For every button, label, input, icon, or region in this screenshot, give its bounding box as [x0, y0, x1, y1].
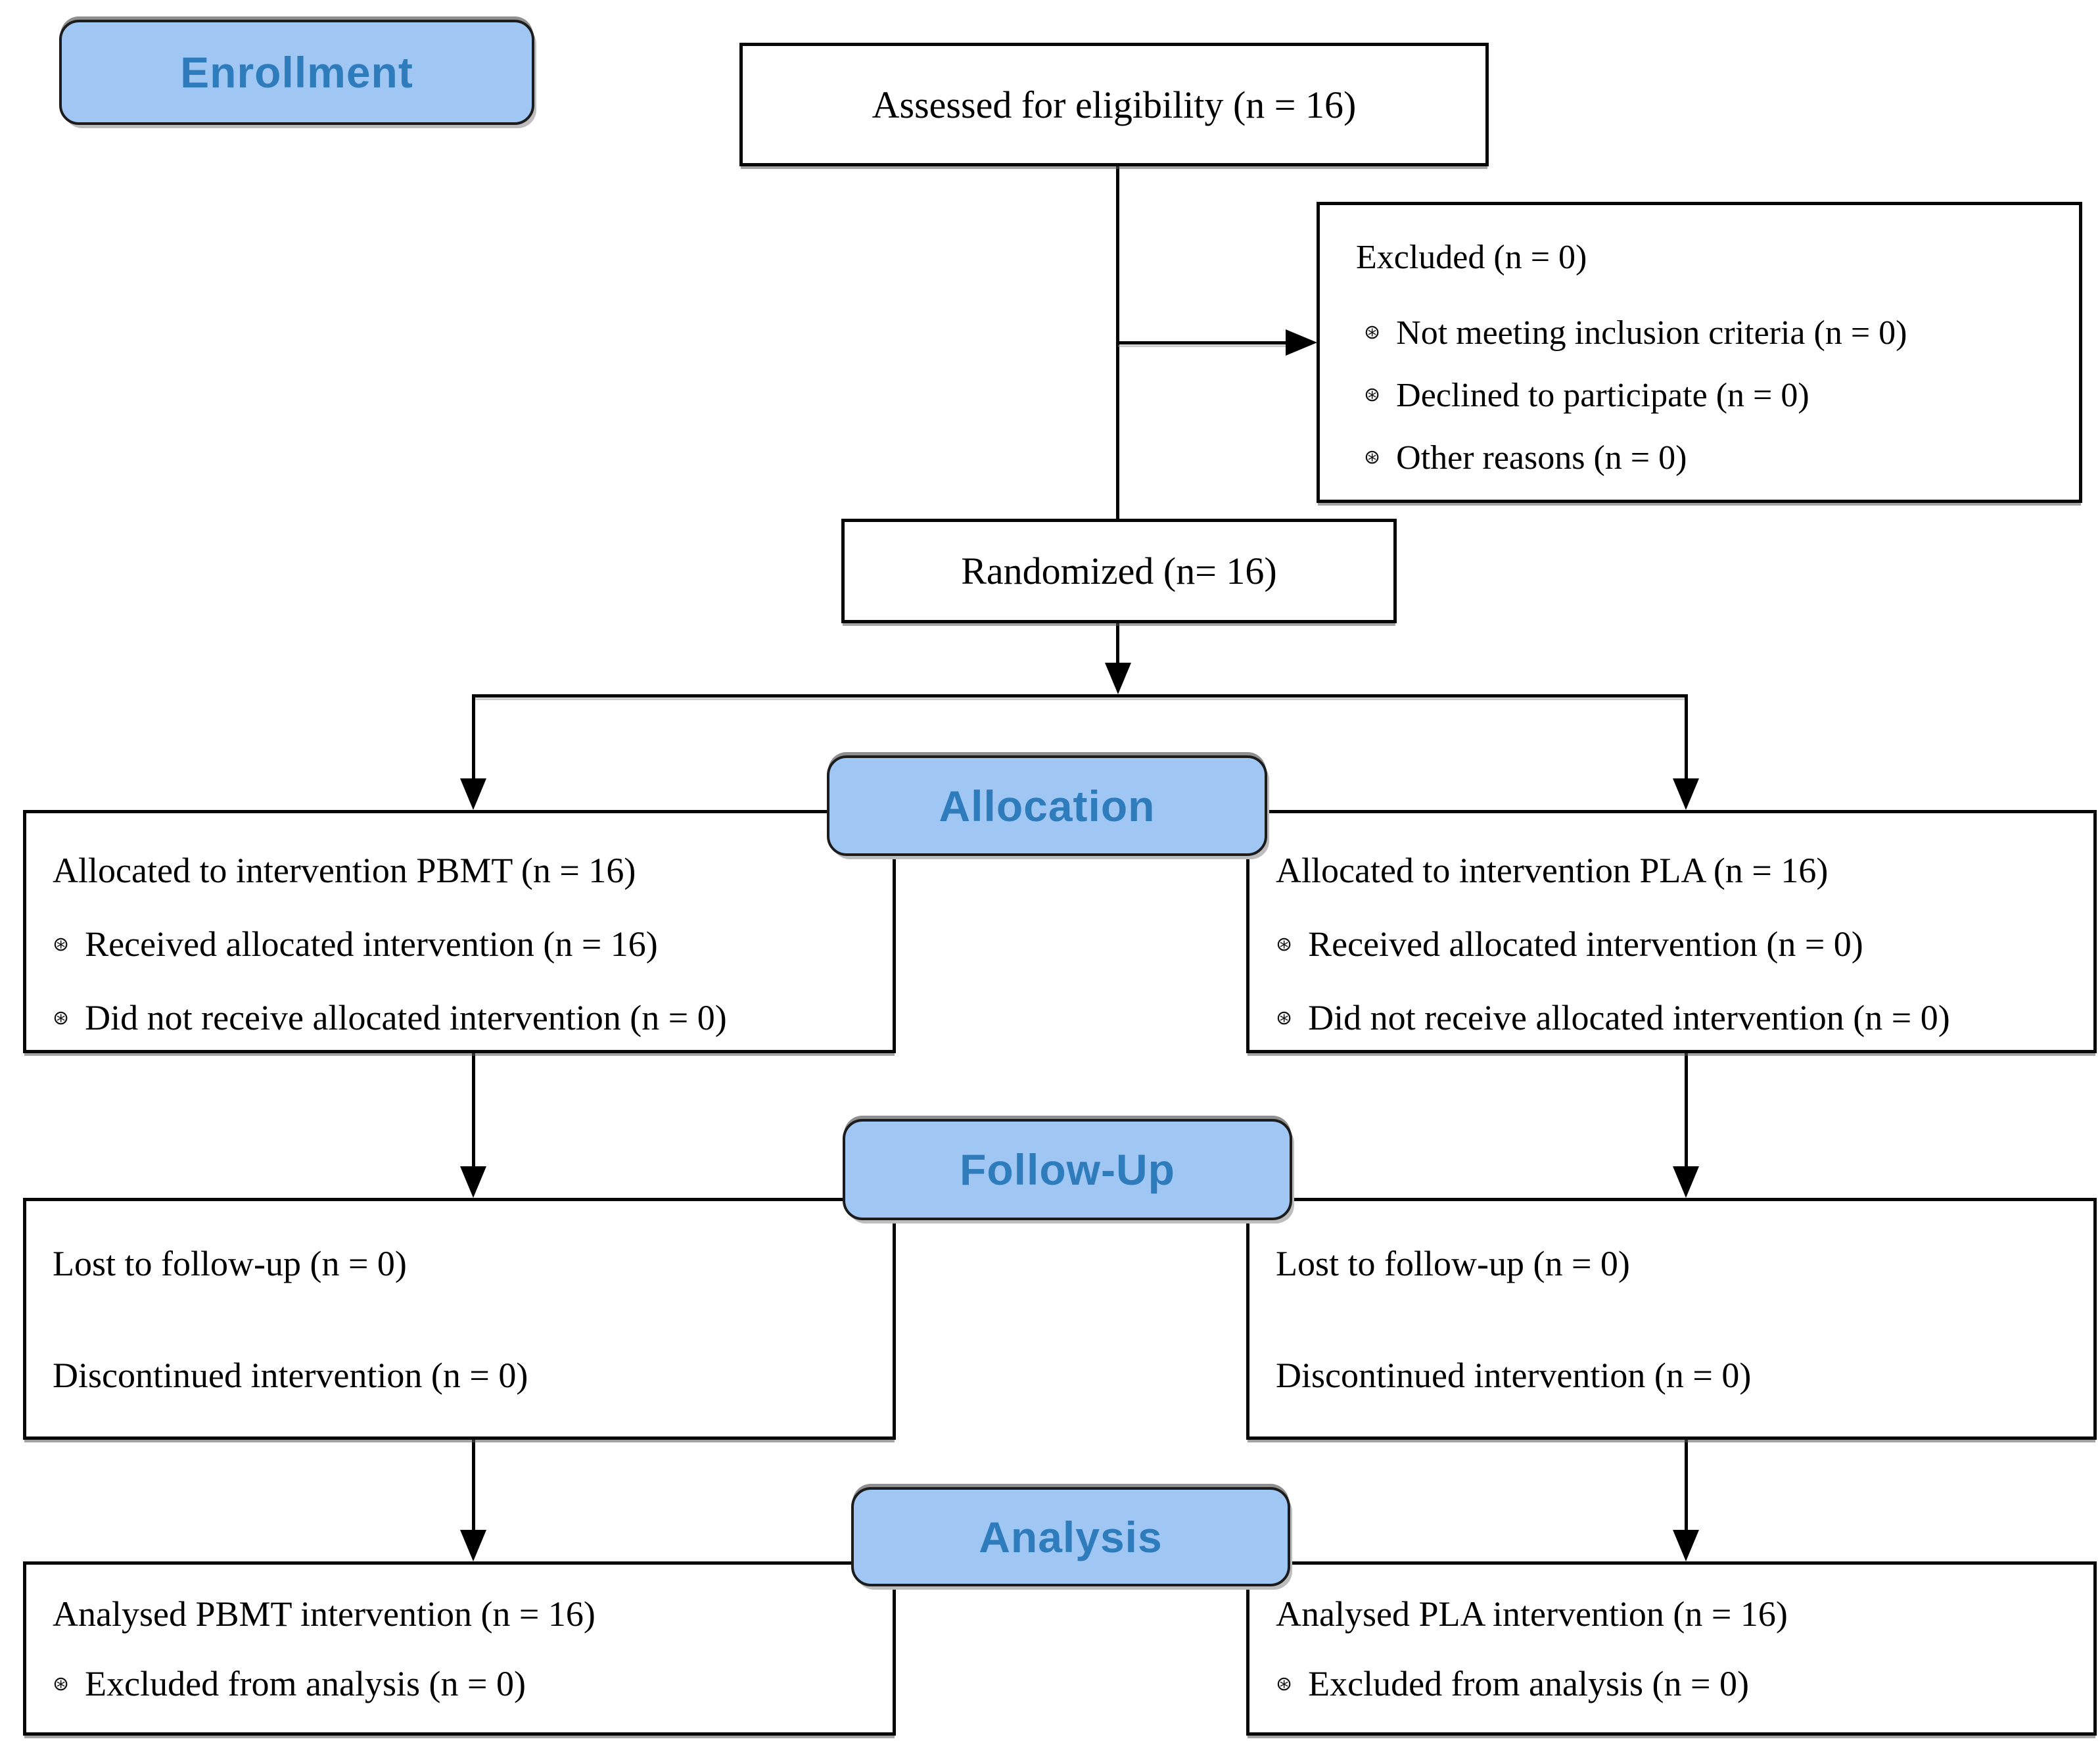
arrowhead-follow-right — [1673, 1166, 1699, 1198]
line-follow-to-analysis-right — [1685, 1440, 1688, 1531]
followup-right-box: Lost to follow-up (n = 0) Discontinued i… — [1246, 1198, 2097, 1440]
followup-right-line: Discontinued intervention (n = 0) — [1276, 1356, 1752, 1395]
bullet-icon: ⊛ — [1276, 1673, 1293, 1696]
arrowhead-analysis-left — [460, 1530, 486, 1561]
followup-left-line: Lost to follow-up (n = 0) — [53, 1244, 407, 1283]
followup-left-box: Lost to follow-up (n = 0) Discontinued i… — [23, 1198, 896, 1440]
assessed-text: Assessed for eligibility (n = 16) — [872, 83, 1357, 126]
stage-label-enrollment: Enrollment — [59, 20, 534, 125]
analysis-left-title: Analysed PBMT intervention (n = 16) — [53, 1594, 595, 1634]
bullet-icon: ⊛ — [1364, 383, 1381, 406]
allocation-right-item: ⊛ Did not receive allocated intervention… — [1276, 997, 2078, 1038]
analysis-left-box: Analysed PBMT intervention (n = 16) ⊛ Ex… — [23, 1561, 896, 1736]
bullet-icon: ⊛ — [53, 1673, 70, 1696]
bullet-icon: ⊛ — [53, 1007, 70, 1030]
excluded-item-text: Other reasons (n = 0) — [1396, 439, 1687, 477]
branch-line — [472, 694, 1688, 698]
arrowhead-excluded — [1286, 329, 1317, 356]
allocation-right-title: Allocated to intervention PLA (n = 16) — [1276, 851, 1829, 890]
excluded-item-text: Not meeting inclusion criteria (n = 0) — [1396, 314, 1907, 352]
line-branch-to-alloc-right — [1685, 694, 1688, 778]
bullet-icon: ⊛ — [1364, 446, 1381, 469]
stage-label-analysis: Analysis — [851, 1487, 1290, 1586]
allocation-left-item: ⊛ Did not receive allocated intervention… — [53, 997, 877, 1038]
allocation-left-box: Allocated to intervention PBMT (n = 16) … — [23, 810, 896, 1053]
allocation-left-item: ⊛ Received allocated intervention (n = 1… — [53, 924, 877, 964]
bullet-icon: ⊛ — [1364, 321, 1381, 344]
excluded-item: ⊛ Not meeting inclusion criteria (n = 0) — [1364, 314, 2059, 352]
bullet-icon: ⊛ — [1276, 933, 1293, 956]
excluded-title: Excluded (n = 0) — [1356, 239, 1587, 276]
allocation-left-item-text: Did not receive allocated intervention (… — [85, 998, 727, 1037]
analysis-right-title: Analysed PLA intervention (n = 16) — [1276, 1594, 1788, 1634]
excluded-item: ⊛ Declined to participate (n = 0) — [1364, 376, 2059, 415]
excluded-box: Excluded (n = 0) ⊛ Not meeting inclusion… — [1317, 202, 2082, 503]
line-alloc-to-follow-left — [472, 1053, 475, 1168]
excluded-item: ⊛ Other reasons (n = 0) — [1364, 439, 2059, 477]
analysis-left-item: ⊛ Excluded from analysis (n = 0) — [53, 1663, 877, 1704]
analysis-right-item: ⊛ Excluded from analysis (n = 0) — [1276, 1663, 2078, 1704]
line-follow-to-analysis-left — [472, 1440, 475, 1531]
line-branch-to-alloc-left — [472, 694, 475, 778]
randomized-text: Randomized (n= 16) — [961, 550, 1277, 592]
allocation-right-item-text: Received allocated intervention (n = 0) — [1308, 924, 1863, 964]
line-alloc-to-follow-right — [1685, 1053, 1688, 1168]
allocation-right-item: ⊛ Received allocated intervention (n = 0… — [1276, 924, 2078, 964]
stage-label-followup: Follow-Up — [843, 1119, 1292, 1220]
arrowhead-alloc-right — [1673, 778, 1699, 810]
bullet-icon: ⊛ — [53, 933, 70, 956]
arrowhead-branch — [1105, 663, 1131, 694]
analysis-right-box: Analysed PLA intervention (n = 16) ⊛ Exc… — [1246, 1561, 2097, 1736]
excluded-item-text: Declined to participate (n = 0) — [1396, 377, 1809, 414]
assessed-box: Assessed for eligibility (n = 16) — [739, 43, 1489, 166]
allocation-left-item-text: Received allocated intervention (n = 16) — [85, 924, 658, 964]
stage-label-allocation: Allocation — [827, 755, 1267, 856]
randomized-box: Randomized (n= 16) — [841, 519, 1397, 623]
arrowhead-analysis-right — [1673, 1530, 1699, 1561]
followup-left-line: Discontinued intervention (n = 0) — [53, 1356, 528, 1395]
line-randomized-to-branch — [1116, 623, 1119, 664]
analysis-right-item-text: Excluded from analysis (n = 0) — [1308, 1664, 1749, 1703]
allocation-left-title: Allocated to intervention PBMT (n = 16) — [53, 851, 636, 890]
line-to-excluded — [1117, 341, 1288, 344]
allocation-right-item-text: Did not receive allocated intervention (… — [1308, 998, 1950, 1037]
arrowhead-alloc-left — [460, 778, 486, 810]
analysis-left-item-text: Excluded from analysis (n = 0) — [85, 1664, 526, 1703]
arrowhead-follow-left — [460, 1166, 486, 1198]
followup-right-line: Lost to follow-up (n = 0) — [1276, 1244, 1630, 1283]
allocation-right-box: Allocated to intervention PLA (n = 16) ⊛… — [1246, 810, 2097, 1053]
bullet-icon: ⊛ — [1276, 1007, 1293, 1030]
